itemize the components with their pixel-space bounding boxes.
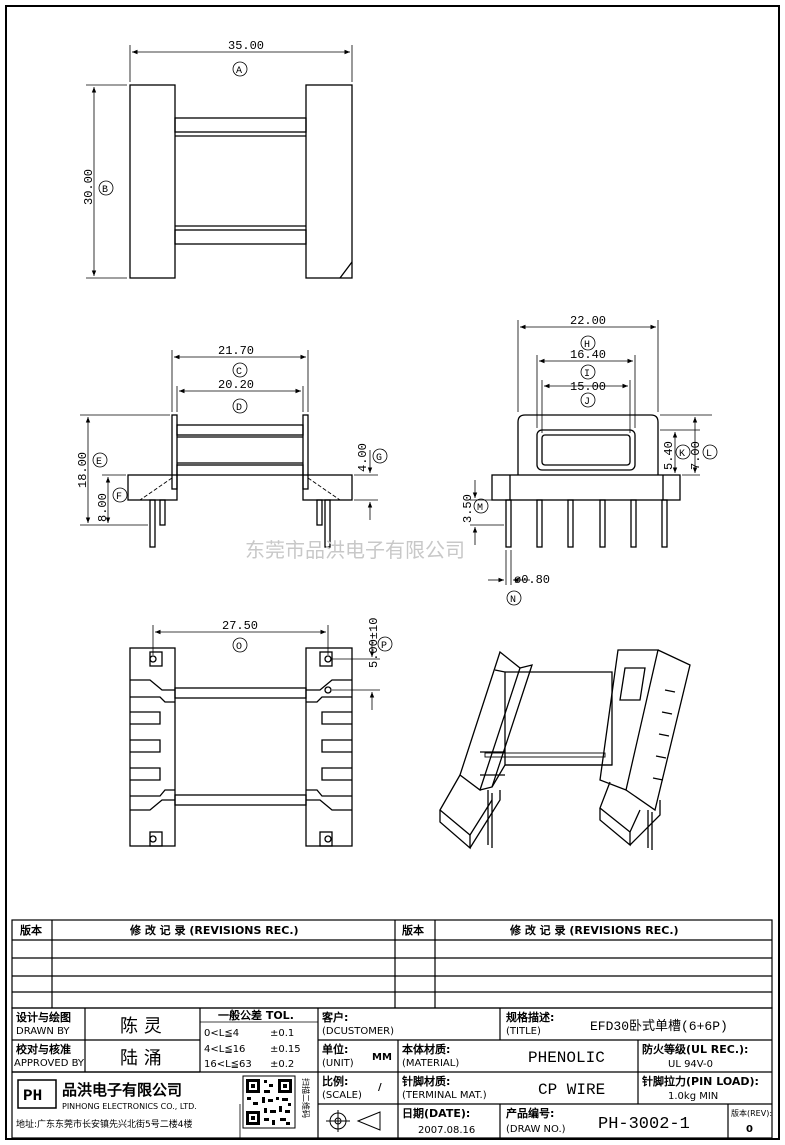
rev-col-version: 版本 — [20, 923, 42, 937]
projection-symbol — [326, 1110, 381, 1132]
rev-label: 版本(REV): — [731, 1108, 772, 1118]
customer-label: 客户: — [321, 1010, 348, 1024]
dim-m-letter: M — [477, 503, 483, 514]
dim-j-value: 15.00 — [570, 380, 606, 394]
qr-caption: 扫描二维码 — [301, 1078, 311, 1118]
date-label: 日期(DATE): — [402, 1106, 470, 1120]
approved-by-value: 陆 涌 — [120, 1048, 162, 1069]
material-value: PHENOLIC — [528, 1049, 605, 1067]
dim-c-letter: C — [236, 367, 242, 378]
dim-p-value: 5.00±10 — [367, 618, 381, 668]
dim-b-value: 30.00 — [82, 169, 96, 205]
rev-col-record2: 修 改 记 录 (REVISIONS REC.) — [509, 923, 679, 937]
company-name-cn: 品洪电子有限公司 — [62, 1081, 182, 1099]
dim-a-letter: A — [236, 66, 242, 77]
tol-row-2-tol: ±0.2 — [270, 1059, 294, 1070]
bottom-view — [129, 625, 380, 847]
material-label-cn: 本体材质: — [402, 1042, 450, 1056]
logo-text: PH — [23, 1087, 42, 1105]
dim-i-letter: I — [584, 369, 590, 380]
title-value: EFD30卧式单槽(6+6P) — [590, 1019, 728, 1034]
watermark: 东莞市品洪电子有限公司 — [245, 538, 465, 562]
dim-m-value: 3.50 — [461, 494, 475, 523]
title-block-grid — [11, 1007, 773, 1139]
rev-col-record: 修 改 记 录 (REVISIONS REC.) — [129, 923, 299, 937]
unit-value: MM — [372, 1052, 392, 1063]
tol-row-0-tol: ±0.1 — [270, 1028, 294, 1039]
scale-value: / — [378, 1082, 382, 1093]
company-address: 地址:广东东莞市长安镇先兴北街5号二楼4楼 — [16, 1118, 193, 1130]
drawn-by-label-en: DRAWN BY — [16, 1026, 70, 1037]
drawno-label-en: (DRAW NO.) — [506, 1124, 566, 1135]
dim-d-letter: D — [236, 403, 242, 414]
dim-c-value: 21.70 — [218, 344, 254, 358]
dim-i-value: 16.40 — [570, 348, 606, 362]
dim-n-value: ø0.80 — [514, 573, 550, 587]
pinload-value: 1.0kg MIN — [668, 1091, 718, 1102]
unit-label-cn: 单位: — [322, 1042, 348, 1056]
terminal-value: CP WIRE — [538, 1081, 605, 1099]
front-view — [80, 350, 378, 548]
scale-label-cn: 比例: — [322, 1074, 348, 1088]
dim-n-letter: N — [510, 595, 516, 606]
material-label-en: (MATERIAL) — [402, 1058, 459, 1069]
tol-row-0-range: 0<L≦4 — [204, 1028, 239, 1039]
rev-value: 0 — [746, 1124, 753, 1135]
sheet-border — [5, 5, 780, 1140]
title-label-en: (TITLE) — [506, 1026, 541, 1037]
dim-e-value: 18.00 — [76, 452, 90, 488]
dim-l-letter: L — [706, 449, 712, 460]
title-label-cn: 规格描述: — [506, 1010, 554, 1024]
dim-g-value: 4.00 — [356, 443, 370, 472]
dim-f-value: 8.00 — [96, 493, 110, 522]
drawn-by-label-cn: 设计与绘图 — [16, 1010, 71, 1024]
dim-h-letter: H — [584, 340, 590, 351]
drawno-label-cn: 产品编号: — [506, 1106, 554, 1120]
dim-o-value: 27.50 — [222, 619, 258, 633]
dim-o-letter: O — [236, 642, 242, 653]
tol-row-1-tol: ±0.15 — [270, 1044, 301, 1055]
dim-j-letter: J — [584, 397, 590, 408]
company-name-en: PINHONG ELECTRONICS CO., LTD. — [62, 1102, 197, 1111]
terminal-label-cn: 针脚材质: — [402, 1074, 450, 1088]
dim-l-value: 7.00 — [689, 441, 703, 470]
date-value: 2007.08.16 — [418, 1125, 475, 1136]
tol-row-2-range: 16<L≦63 — [204, 1059, 252, 1070]
pinload-label: 针脚拉力(PIN LOAD): — [642, 1074, 759, 1088]
customer-value: (DCUSTOMER) — [322, 1026, 394, 1037]
company-logo: PH — [17, 1079, 57, 1109]
dim-k-value: 5.40 — [662, 441, 676, 470]
unit-label-en: (UNIT) — [322, 1058, 354, 1069]
revision-table — [11, 919, 773, 1009]
qr-code — [242, 1075, 296, 1129]
tolerance-title: 一般公差 TOL. — [218, 1008, 294, 1022]
dim-b-letter: B — [102, 185, 108, 196]
top-view — [86, 45, 353, 279]
approved-by-label-cn: 校对与核准 — [16, 1042, 71, 1056]
side-view — [470, 320, 712, 585]
dim-f-letter: F — [116, 492, 122, 503]
ul-value: UL 94V-0 — [668, 1059, 713, 1070]
drawno-value: PH-3002-1 — [598, 1115, 690, 1134]
dim-k-letter: K — [679, 449, 685, 460]
dim-h-value: 22.00 — [570, 314, 606, 328]
ul-label: 防火等级(UL REC.): — [642, 1042, 748, 1056]
scale-label-en: (SCALE) — [322, 1090, 362, 1101]
drawn-by-value: 陈 灵 — [120, 1016, 162, 1037]
dim-e-letter: E — [96, 457, 102, 468]
dim-p-letter: P — [381, 641, 387, 652]
dim-a-value: 35.00 — [228, 39, 264, 53]
isometric-view — [439, 649, 691, 850]
rev-col-version2: 版本 — [402, 923, 424, 937]
approved-by-label-en: APPROVED BY — [14, 1058, 85, 1069]
tol-row-1-range: 4<L≦16 — [204, 1044, 245, 1055]
terminal-label-en: (TERMINAL MAT.) — [402, 1090, 487, 1101]
dim-g-letter: G — [376, 453, 382, 464]
dim-d-value: 20.20 — [218, 378, 254, 392]
